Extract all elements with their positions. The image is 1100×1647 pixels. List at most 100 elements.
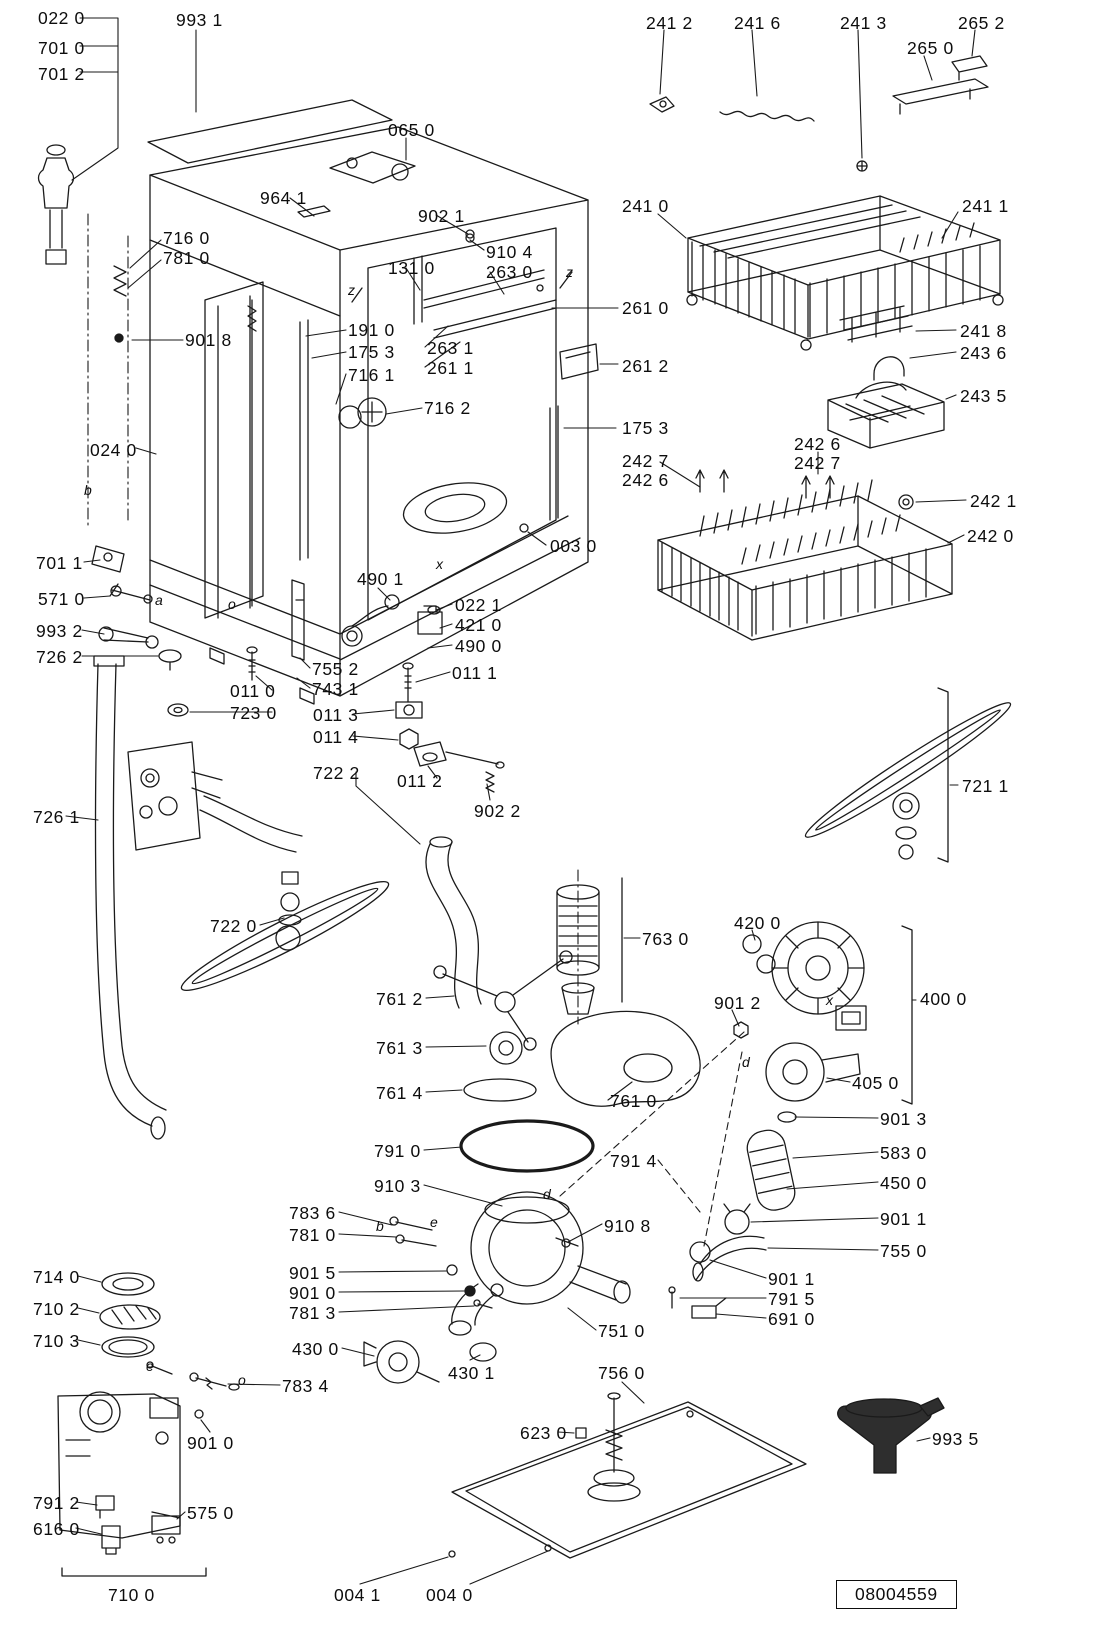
ref-letter-e: e <box>146 1358 154 1374</box>
part-label-751-0: 751 0 <box>598 1321 645 1341</box>
ref-letter-z: z <box>348 282 355 298</box>
ref-letter-x: x <box>826 992 833 1008</box>
part-label-265-0: 265 0 <box>907 38 954 58</box>
ref-letter-b: b <box>376 1218 384 1234</box>
part-label-743-1: 743 1 <box>312 679 359 699</box>
part-label-714-0: 714 0 <box>33 1267 80 1287</box>
part-label-011-1: 011 1 <box>452 663 498 683</box>
part-label-430-0: 430 0 <box>292 1339 339 1359</box>
part-label-242-7: 242 7 <box>622 451 669 471</box>
part-label-901-0: 901 0 <box>289 1283 336 1303</box>
part-label-022-0: 022 0 <box>38 8 85 28</box>
ref-letter-b: b <box>84 482 92 498</box>
part-label-242-0: 242 0 <box>967 526 1014 546</box>
part-label-131-0: 131 0 <box>388 258 435 278</box>
motor-pump-drawing <box>668 921 913 1319</box>
part-label-261-2: 261 2 <box>622 356 669 376</box>
ref-letter-d: d <box>543 1186 551 1202</box>
part-label-722-2: 722 2 <box>313 763 360 783</box>
part-label-420-0: 420 0 <box>734 913 781 933</box>
part-label-755-0: 755 0 <box>880 1241 927 1261</box>
part-label-011-3: 011 3 <box>313 705 359 725</box>
part-label-783-6: 783 6 <box>289 1203 336 1223</box>
part-label-241-6: 241 6 <box>734 13 781 33</box>
ref-letter-a: a <box>155 592 163 608</box>
part-label-691-0: 691 0 <box>768 1309 815 1329</box>
part-label-791-0: 791 0 <box>374 1141 421 1161</box>
ref-letter-o: o <box>238 1372 246 1388</box>
part-label-405-0: 405 0 <box>852 1073 899 1093</box>
part-label-701-0: 701 0 <box>38 38 85 58</box>
part-label-191-0: 191 0 <box>348 320 395 340</box>
part-label-964-1: 964 1 <box>260 188 307 208</box>
part-label-763-0: 763 0 <box>642 929 689 949</box>
ref-letter-o: o <box>228 596 236 612</box>
part-label-791-4: 791 4 <box>610 1151 657 1171</box>
part-label-241-3: 241 3 <box>840 13 887 33</box>
part-label-716-0: 716 0 <box>163 228 210 248</box>
part-label-901-5: 901 5 <box>289 1263 336 1283</box>
base-plate-drawing <box>448 1392 807 1559</box>
screws-valves-drawing <box>167 646 505 793</box>
part-label-781-3: 781 3 <box>289 1303 336 1323</box>
softener-drawing <box>57 1272 240 1577</box>
part-label-902-2: 902 2 <box>474 801 521 821</box>
upper-basket-drawing <box>649 55 1004 449</box>
part-label-616-0: 616 0 <box>33 1519 80 1539</box>
leader-lines <box>65 17 976 1585</box>
part-label-901-2: 901 2 <box>714 993 761 1013</box>
part-label-910-8: 910 8 <box>604 1216 651 1236</box>
part-label-175-3: 175 3 <box>348 342 395 362</box>
part-label-242-6: 242 6 <box>794 434 841 454</box>
part-label-761-3: 761 3 <box>376 1038 423 1058</box>
part-label-723-0: 723 0 <box>230 703 277 723</box>
part-label-065-0: 065 0 <box>388 120 435 140</box>
part-label-726-1: 726 1 <box>33 807 80 827</box>
part-label-761-0: 761 0 <box>610 1091 657 1111</box>
part-label-755-2: 755 2 <box>312 659 359 679</box>
door-hinge-parts-drawing <box>91 545 182 671</box>
ref-letter-d: d <box>742 1054 750 1070</box>
part-label-910-3: 910 3 <box>374 1176 421 1196</box>
part-label-901-3: 901 3 <box>880 1109 927 1129</box>
part-label-430-1: 430 1 <box>448 1363 495 1383</box>
part-label-175-3: 175 3 <box>622 418 669 438</box>
filter-drawing <box>556 877 623 1015</box>
part-label-242-6: 242 6 <box>622 470 669 490</box>
lower-basket-drawing <box>657 469 953 641</box>
part-label-783-4: 783 4 <box>282 1376 329 1396</box>
construction-lines <box>87 213 745 1247</box>
feed-duct-drawing <box>425 836 482 1009</box>
part-label-781-0: 781 0 <box>163 248 210 268</box>
part-label-571-0: 571 0 <box>38 589 85 609</box>
part-label-241-1: 241 1 <box>962 196 1009 216</box>
funnel-drawing <box>837 1397 945 1474</box>
part-label-022-1: 022 1 <box>455 595 502 615</box>
ref-letter-e: e <box>430 1214 438 1230</box>
part-label-710-3: 710 3 <box>33 1331 80 1351</box>
part-label-901-8: 901 8 <box>185 330 232 350</box>
ref-letter-x: x <box>436 556 443 572</box>
ref-letter-z: z <box>566 264 573 280</box>
part-label-575-0: 575 0 <box>187 1503 234 1523</box>
sump-assembly-drawing <box>363 1119 631 1384</box>
part-label-901-1: 901 1 <box>768 1269 815 1289</box>
part-label-003-0: 003 0 <box>550 536 597 556</box>
part-label-011-2: 011 2 <box>397 771 443 791</box>
part-label-791-5: 791 5 <box>768 1289 815 1309</box>
part-label-701-1: 701 1 <box>36 553 83 573</box>
part-label-241-0: 241 0 <box>622 196 669 216</box>
upper-spray-arm-drawing <box>804 687 1012 863</box>
part-label-710-2: 710 2 <box>33 1299 80 1319</box>
left-supply-pipes-drawing <box>93 655 167 1140</box>
part-label-004-0: 004 0 <box>426 1585 473 1605</box>
part-label-726-2: 726 2 <box>36 647 83 667</box>
part-label-241-2: 241 2 <box>646 13 693 33</box>
part-label-011-0: 011 0 <box>230 681 276 701</box>
part-label-993-2: 993 2 <box>36 621 83 641</box>
lower-spray-arm-drawing <box>180 871 390 991</box>
part-label-781-0: 781 0 <box>289 1225 336 1245</box>
